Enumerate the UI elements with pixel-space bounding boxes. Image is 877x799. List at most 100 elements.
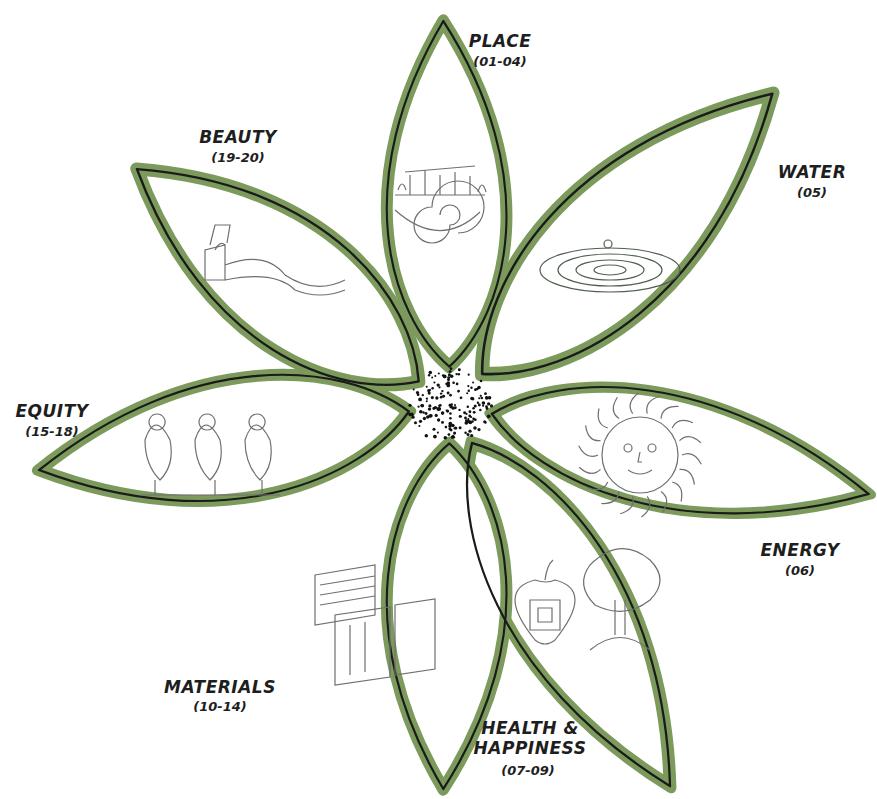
seed-dot	[447, 392, 450, 395]
seed-dot	[437, 383, 440, 386]
seed-dot	[426, 398, 428, 400]
seed-dot	[443, 375, 447, 379]
seed-dot	[452, 407, 455, 410]
principle-range: (07-09)	[501, 764, 554, 779]
seed-dot	[449, 370, 452, 373]
seed-dot	[422, 394, 424, 396]
seed-dot	[466, 433, 469, 436]
seed-dot	[459, 415, 462, 418]
seed-dot	[453, 427, 455, 429]
seed-dot	[453, 432, 456, 435]
seed-dot	[465, 419, 468, 422]
seed-dot	[487, 402, 490, 405]
seed-dot	[478, 404, 481, 407]
petal-heading: PLACE	[469, 32, 532, 52]
sun-ray	[579, 467, 600, 473]
seed-dot	[419, 410, 423, 414]
seed-dot	[429, 389, 431, 391]
seed-dot	[451, 436, 454, 439]
principle-range: (06)	[785, 564, 815, 579]
sun-ray	[601, 491, 619, 503]
seed-dot	[450, 403, 453, 406]
seed-dot	[467, 406, 470, 409]
seed-dot	[477, 401, 479, 403]
seed-dot	[464, 417, 467, 420]
petal-heading: WATER	[778, 163, 846, 183]
seed-dot	[449, 417, 452, 420]
seed-dot	[437, 432, 439, 434]
seed-dot	[468, 430, 471, 433]
seed-dot	[468, 389, 470, 391]
seed-dot	[452, 381, 455, 384]
seed-dot	[444, 436, 448, 440]
seed-dot	[472, 417, 475, 420]
seed-dot	[472, 381, 474, 383]
seed-dot	[455, 373, 457, 375]
seed-dot	[418, 406, 420, 408]
sun-ray	[672, 482, 682, 502]
seed-dot	[432, 407, 435, 410]
seed-dot	[470, 434, 473, 437]
seed-dot	[428, 392, 431, 395]
seed-dot	[458, 409, 460, 411]
seed-dot	[438, 404, 441, 407]
seed-dot	[448, 433, 451, 436]
seed-dot	[464, 431, 467, 434]
sun-ray	[587, 482, 608, 490]
seed-dot	[473, 426, 477, 430]
seed-dot	[437, 407, 441, 411]
seed-dot	[446, 409, 448, 411]
seed-dot	[437, 418, 440, 421]
seed-dot	[480, 395, 482, 397]
seed-dot	[431, 396, 434, 399]
sun-ray	[682, 454, 701, 465]
seed-dot	[426, 386, 428, 388]
sun-ray	[613, 397, 619, 418]
seed-dot	[445, 426, 448, 429]
seed-dot	[482, 401, 486, 405]
seed-dot	[414, 421, 417, 424]
seed-dot	[483, 402, 485, 404]
seed-dot	[479, 409, 482, 412]
seed-dot	[486, 407, 489, 410]
seed-dot	[450, 367, 453, 370]
seed-dot	[470, 386, 472, 388]
seed-dot	[438, 372, 440, 374]
seed-dot	[432, 428, 435, 431]
seed-dot	[484, 392, 487, 395]
principle-range: (19-20)	[211, 151, 264, 166]
seed-dot	[423, 417, 426, 420]
seed-dot	[474, 419, 476, 421]
seed-dot	[456, 383, 459, 386]
seed-dot	[490, 404, 493, 407]
seed-dot	[470, 416, 472, 418]
seed-dot	[441, 411, 445, 415]
petal-heading: ENERGY	[760, 541, 839, 561]
seed-dot	[413, 389, 415, 391]
seed-dot	[425, 434, 428, 437]
petal-heading: EQUITY	[15, 402, 88, 422]
seed-dot	[445, 383, 447, 385]
sun-ray	[598, 409, 608, 429]
seed-dot	[441, 390, 443, 392]
sun-ray	[680, 469, 695, 484]
seed-dot	[477, 428, 480, 431]
seed-dot	[411, 413, 413, 415]
seed-dot	[488, 396, 492, 400]
seed-dot	[457, 390, 460, 393]
seed-dot	[426, 415, 429, 418]
seed-dot	[474, 418, 476, 420]
principle-range: (01-04)	[473, 55, 526, 70]
seed-dot	[441, 421, 444, 424]
seed-dot	[482, 405, 484, 407]
seed-dot	[466, 392, 468, 394]
sun-ray	[579, 446, 598, 457]
seed-dot	[418, 398, 422, 402]
seed-dot	[471, 420, 474, 423]
seed-dot	[419, 420, 422, 423]
seed-dot	[416, 391, 419, 394]
seed-dot	[408, 404, 411, 407]
seed-dot	[487, 414, 491, 418]
seed-dot	[468, 410, 471, 413]
